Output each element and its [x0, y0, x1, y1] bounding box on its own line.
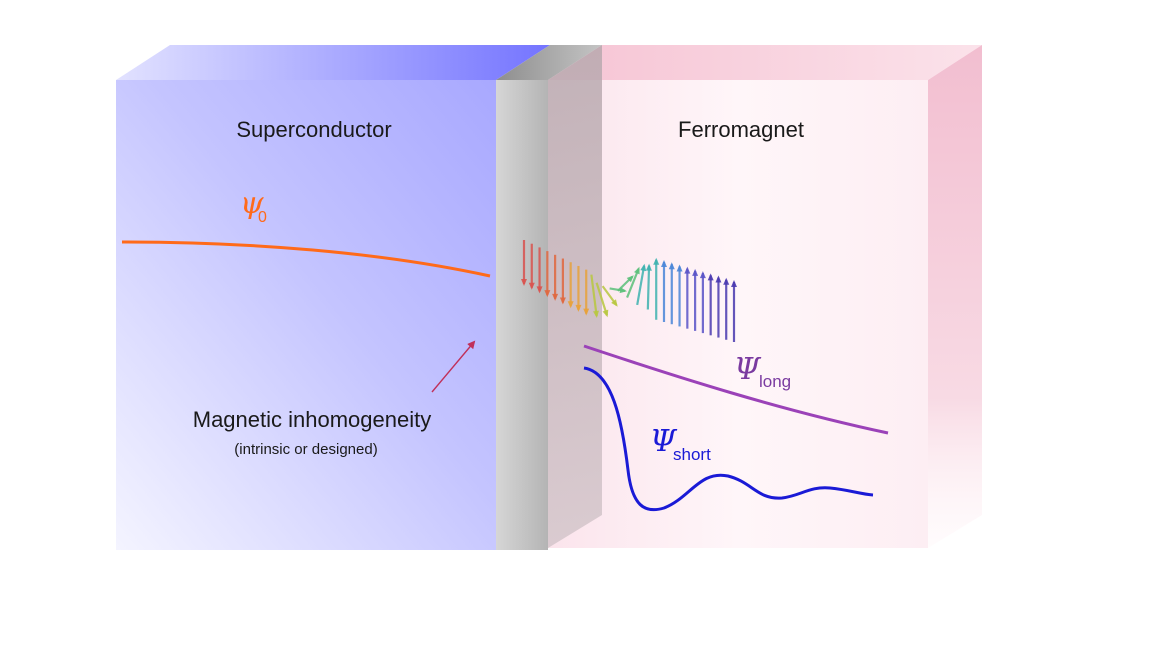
- psi-long-subscript: long: [759, 372, 791, 391]
- psi-short-symbol: Ψ: [650, 424, 678, 459]
- spin-arrow-head: [684, 266, 691, 274]
- spin-arrow: [636, 265, 646, 306]
- psi-short-curve: [583, 366, 874, 512]
- psi-short-subscript: short: [673, 445, 711, 464]
- spin-arrow-head: [699, 271, 706, 279]
- spin-arrow-head: [567, 301, 574, 309]
- spin-arrow: [595, 282, 609, 316]
- spin-arrow-head: [707, 273, 714, 281]
- spin-arrow-head: [653, 257, 660, 265]
- interface-barrier: [496, 45, 602, 550]
- barrier-top-face: [496, 45, 602, 80]
- spin-arrow-head: [583, 308, 590, 316]
- ferromagnet-front-face: [548, 80, 928, 548]
- superconductor-front-face: [116, 80, 496, 550]
- inhomogeneity-note: (intrinsic or designed): [234, 441, 377, 458]
- spin-arrow-head: [731, 280, 737, 287]
- spin-arrow-head: [602, 309, 609, 318]
- spin-arrow-head: [611, 299, 618, 307]
- spin-arrow-head: [528, 282, 535, 290]
- psi0-curve: [121, 240, 491, 278]
- spin-arrow-head: [645, 263, 652, 271]
- ferromagnet-block: [548, 45, 982, 548]
- spin-arrow-head: [521, 279, 527, 286]
- spin-arrow-head: [626, 275, 634, 283]
- spin-arrow-head: [668, 262, 675, 270]
- psi0-symbol: ψ: [240, 186, 264, 221]
- spin-arrow-head: [723, 277, 730, 285]
- spin-arrow-head: [692, 268, 699, 276]
- spin-arrow-head: [536, 286, 543, 294]
- ferromagnet-top-face: [548, 45, 982, 80]
- spin-arrow-head: [559, 297, 566, 305]
- ferromagnet-label: Ferromagnet: [678, 117, 804, 142]
- spin-arrow-head: [676, 264, 683, 272]
- spin-arrow-head: [640, 263, 647, 272]
- spin-arrow: [626, 268, 640, 298]
- spin-arrow-head: [634, 266, 640, 275]
- spin-arrow-head: [715, 275, 722, 283]
- psi-long-curve: [583, 344, 889, 435]
- spin-arrow-head: [575, 304, 582, 312]
- inhomogeneity-label: Magnetic inhomogeneity: [193, 407, 431, 432]
- barrier-front-face: [496, 80, 548, 550]
- psi-long-symbol: Ψ: [734, 352, 762, 387]
- barrier-back-face: [548, 45, 602, 548]
- spin-texture: [521, 240, 737, 342]
- spin-arrow: [590, 274, 598, 317]
- inhomogeneity-pointer-arrow: [431, 340, 476, 393]
- spin-arrow: [646, 265, 651, 310]
- psi0-subscript: 0: [258, 209, 267, 226]
- ferromagnet-side-face: [928, 45, 982, 548]
- superconductor-top-face: [116, 45, 550, 80]
- spin-arrow-head: [593, 310, 599, 318]
- spin-arrow-head: [544, 290, 551, 298]
- spin-arrow-head: [661, 260, 667, 267]
- spin-arrow-head: [552, 293, 559, 301]
- superconductor-label: Superconductor: [236, 117, 391, 142]
- superconductor-block: [116, 45, 550, 550]
